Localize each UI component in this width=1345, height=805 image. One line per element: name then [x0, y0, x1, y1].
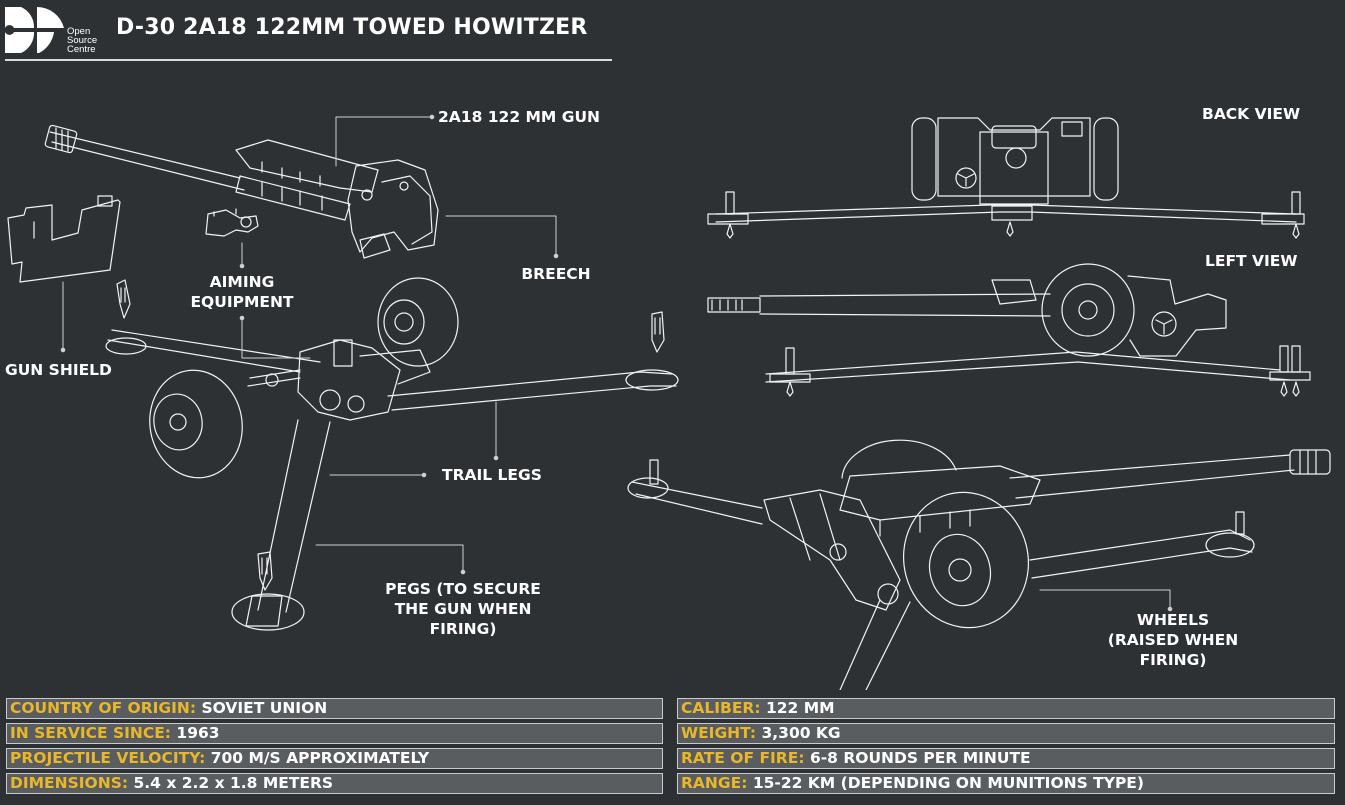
spec-key: PROJECTILE VELOCITY:	[10, 749, 206, 767]
main-carriage-drawing	[106, 278, 678, 630]
page-title: D-30 2A18 122MM TOWED HOWITZER	[116, 15, 588, 40]
howitzer-line-art	[0, 0, 1345, 690]
spec-row: IN SERVICE SINCE: 1963	[6, 723, 663, 744]
perspective-view-drawing	[628, 440, 1330, 690]
callout-gun: 2A18 122 MM GUN	[438, 108, 601, 126]
spec-key: DIMENSIONS:	[10, 774, 129, 792]
aiming-equipment-drawing	[206, 209, 258, 236]
spec-key: RANGE:	[681, 774, 748, 792]
logo-word: Open	[67, 26, 91, 37]
left-view-drawing	[708, 264, 1310, 396]
gun-shield-drawing	[8, 196, 120, 282]
callout-breech: BREECH	[521, 265, 591, 283]
spec-value: 15-22 KM (DEPENDING ON MUNITIONS TYPE)	[752, 774, 1144, 792]
spec-row: WEIGHT: 3,300 KG	[677, 723, 1335, 744]
spec-key: WEIGHT:	[681, 724, 757, 742]
leader-aiming-2	[242, 320, 310, 358]
spec-row: DIMENSIONS: 5.4 x 2.2 x 1.8 METERS	[6, 773, 663, 794]
spec-value: 1963	[176, 724, 220, 742]
open-source-centre-logo-icon	[5, 7, 64, 53]
callout-gun-shield: GUN SHIELD	[5, 361, 112, 379]
title-divider	[5, 59, 612, 61]
spec-key: IN SERVICE SINCE:	[10, 724, 172, 742]
spec-row: PROJECTILE VELOCITY: 700 M/S APPROXIMATE…	[6, 748, 663, 769]
callout-aiming-line: EQUIPMENT	[190, 293, 294, 311]
logo-wordmark: Open Source Centre	[67, 26, 98, 55]
spec-row: COUNTRY OF ORIGIN: SOVIET UNION	[6, 698, 663, 719]
spec-key: CALIBER:	[681, 699, 761, 717]
callout-wheels-line: (RAISED WHEN	[1107, 631, 1239, 649]
label-left-view: LEFT VIEW	[1205, 252, 1298, 270]
spec-row: CALIBER: 122 MM	[677, 698, 1335, 719]
spec-row: RATE OF FIRE: 6-8 ROUNDS PER MINUTE	[677, 748, 1335, 769]
label-back-view: BACK VIEW	[1202, 105, 1301, 123]
callout-pegs-line: FIRING)	[429, 620, 497, 638]
logo-word: Source	[67, 35, 98, 46]
leader-wheels	[1040, 590, 1170, 607]
spec-value: 5.4 x 2.2 x 1.8 METERS	[133, 774, 334, 792]
leader-gun	[336, 117, 430, 166]
callout-wheels-line: FIRING)	[1139, 651, 1207, 669]
callout-pegs-line: THE GUN WHEN	[394, 600, 532, 618]
callout-trail-legs: TRAIL LEGS	[442, 466, 542, 484]
spec-value: 122 MM	[765, 699, 835, 717]
callout-aiming-line: AIMING	[209, 273, 275, 291]
spec-value: 700 M/S APPROXIMATELY	[210, 749, 430, 767]
exploded-gun-barrel-drawing	[45, 125, 438, 258]
callout-pegs-line: PEGS (TO SECURE	[385, 580, 541, 598]
spec-value: SOVIET UNION	[201, 699, 328, 717]
back-view-drawing	[708, 118, 1304, 238]
callout-pegs: PEGS (TO SECURE THE GUN WHEN FIRING)	[368, 579, 558, 639]
spec-value: 3,300 KG	[761, 724, 841, 742]
peg-drawing	[117, 280, 130, 318]
spec-key: RATE OF FIRE:	[681, 749, 805, 767]
spec-key: COUNTRY OF ORIGIN:	[10, 699, 197, 717]
leader-pegs	[316, 545, 463, 570]
callout-wheels: WHEELS (RAISED WHEN FIRING)	[1098, 610, 1248, 670]
callout-wheels-line: WHEELS	[1136, 611, 1210, 629]
leader-lines	[61, 115, 1172, 611]
callout-aiming-equipment: AIMING EQUIPMENT	[172, 272, 312, 312]
spec-value: 6-8 ROUNDS PER MINUTE	[809, 749, 1031, 767]
spec-row: RANGE: 15-22 KM (DEPENDING ON MUNITIONS …	[677, 773, 1335, 794]
logo-word: Centre	[67, 44, 96, 55]
leader-breech	[446, 216, 556, 254]
